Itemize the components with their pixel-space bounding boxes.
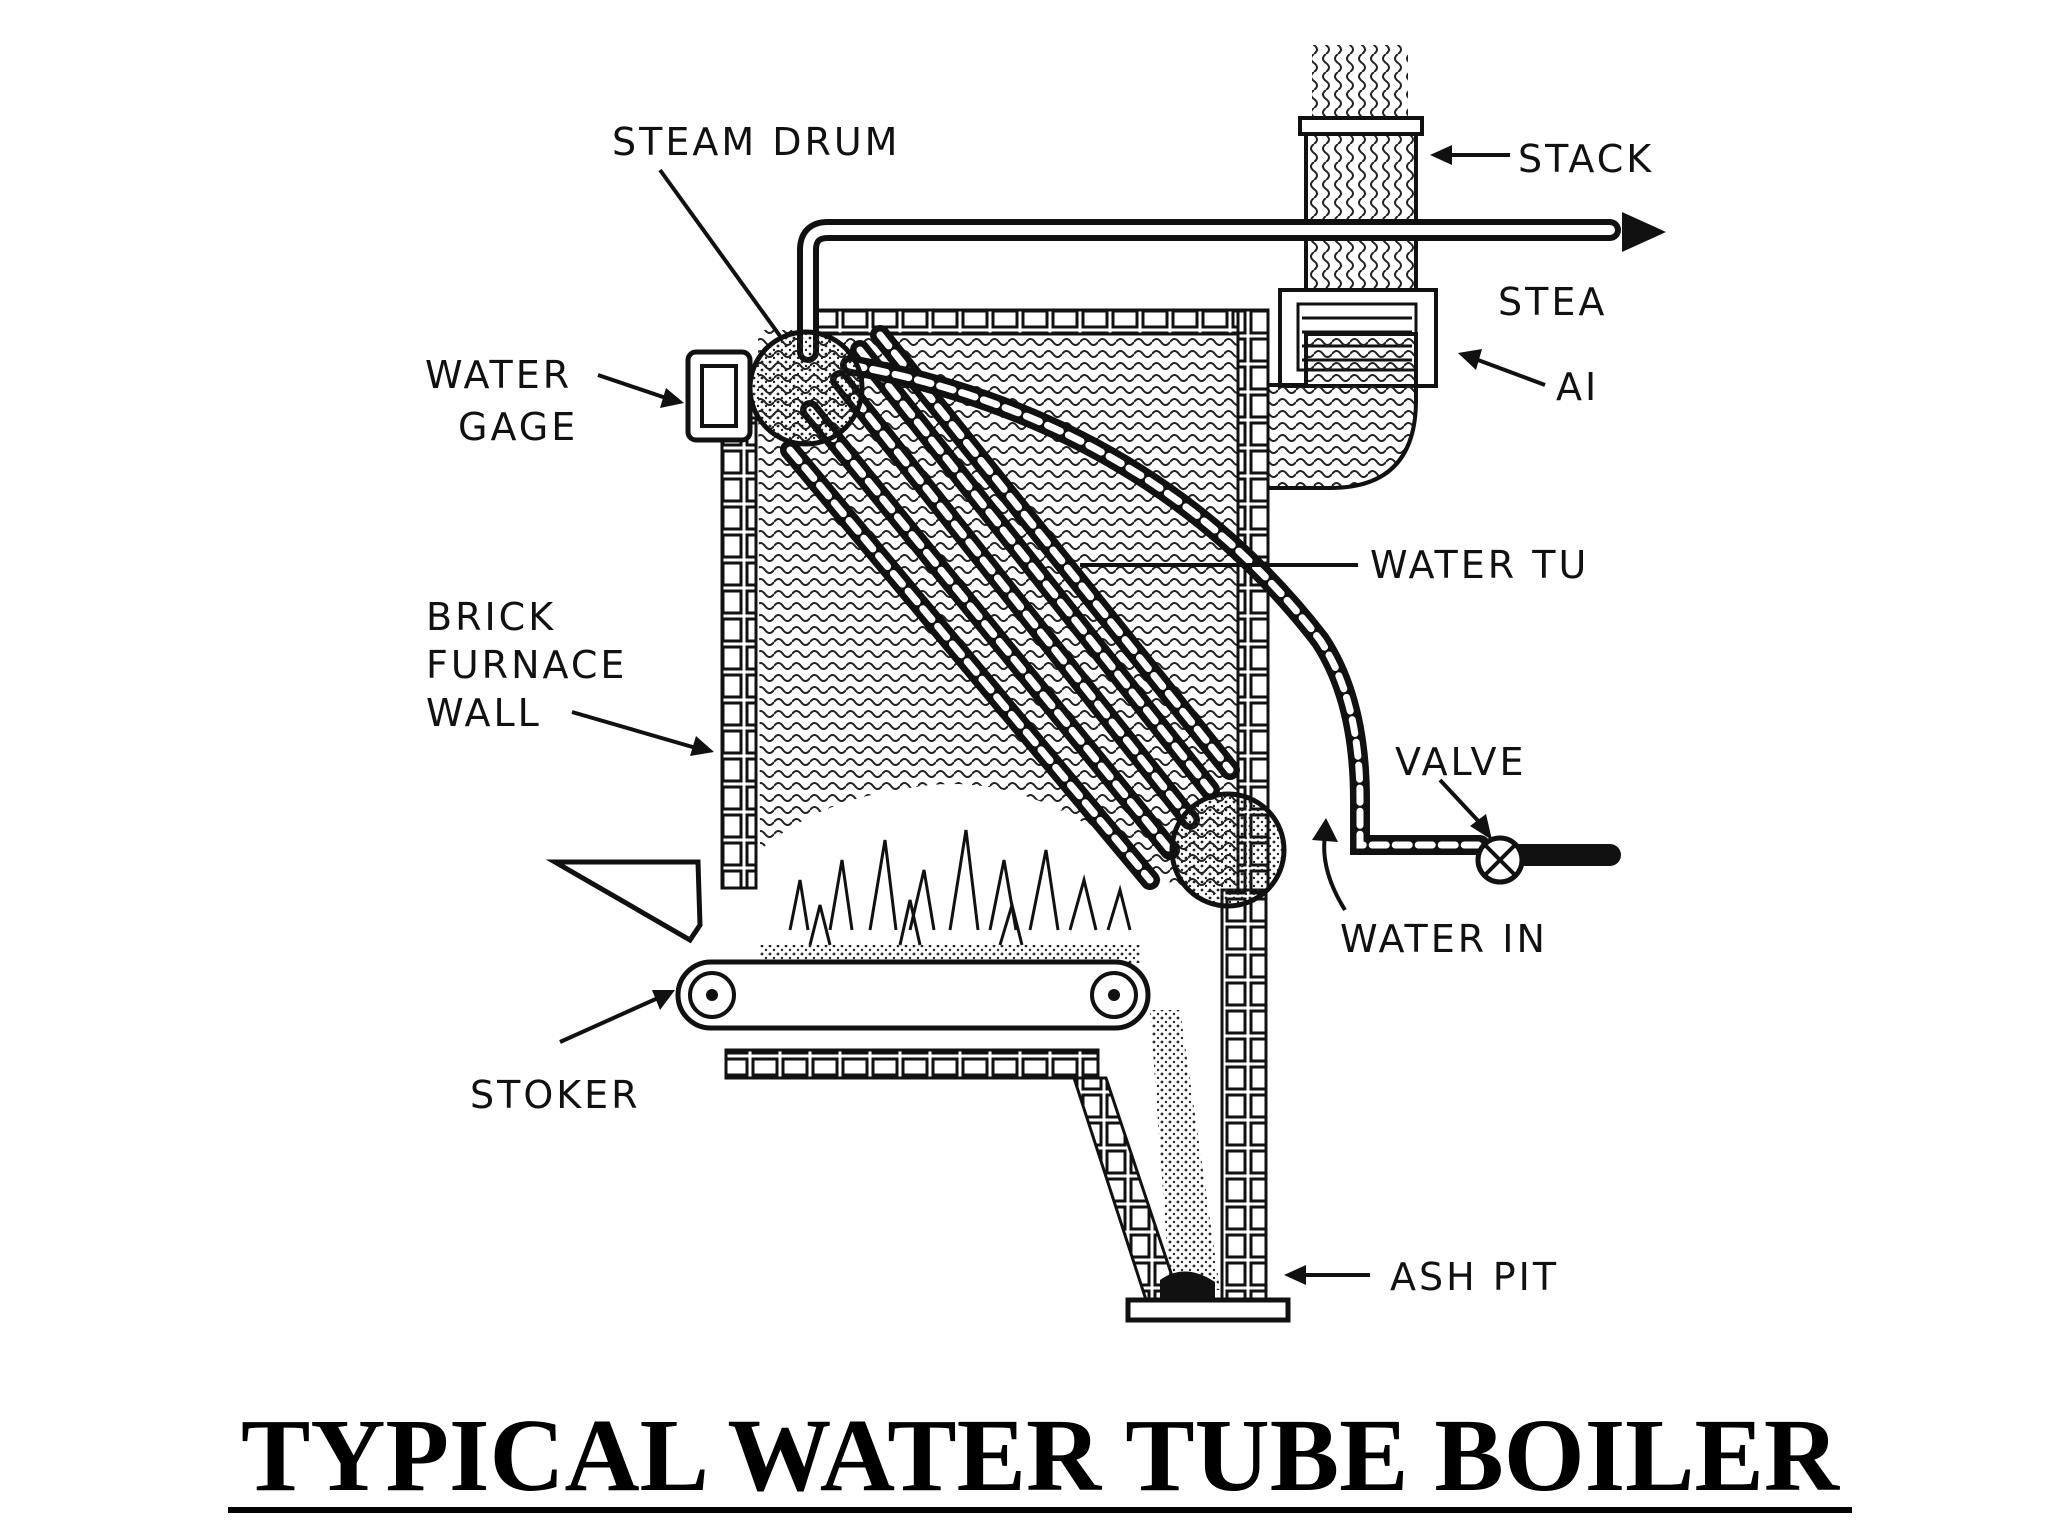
label-stoker: STOKER [470, 1073, 641, 1117]
steam-outlet-pipe [797, 212, 1666, 363]
steam-drum [747, 329, 865, 447]
label-water-gage-line1: WATER [425, 353, 572, 397]
brick-furnace-wall [720, 308, 1270, 1310]
valve-icon [1475, 835, 1525, 885]
water-gage [685, 349, 753, 443]
label-valve: VALVE [1395, 740, 1527, 784]
label-brick-wall-line2: FURNACE [426, 643, 627, 687]
label-water-gage-line2: GAGE [458, 405, 578, 449]
label-steam-drum: STEAM DRUM [612, 120, 900, 164]
label-stack: STACK [1518, 137, 1654, 181]
label-water-tubes: WATER TU [1370, 543, 1589, 587]
label-brick-wall-line3: WALL [426, 691, 542, 735]
water-tubes [780, 325, 1490, 890]
coal-bed [760, 945, 1140, 963]
falling-ash [1150, 1010, 1220, 1290]
fire-flames [788, 829, 1132, 946]
flue-duct [1260, 332, 1418, 490]
label-air: AI [1556, 365, 1599, 409]
coal-hopper [545, 859, 703, 944]
water-in-arrow-icon [1312, 818, 1347, 912]
stoker [675, 959, 1151, 1031]
diagram-title: TYPICAL WATER TUBE BOILER [241, 1398, 1841, 1513]
leader-lines [559, 145, 1546, 1285]
mud-drum [1169, 791, 1287, 909]
label-brick-wall-line1: BRICK [426, 595, 556, 639]
label-ash-pit: ASH PIT [1390, 1255, 1559, 1299]
label-steam: STEA [1498, 280, 1607, 324]
ash-pit [1125, 1271, 1291, 1323]
label-water-in: WATER IN [1340, 917, 1548, 961]
